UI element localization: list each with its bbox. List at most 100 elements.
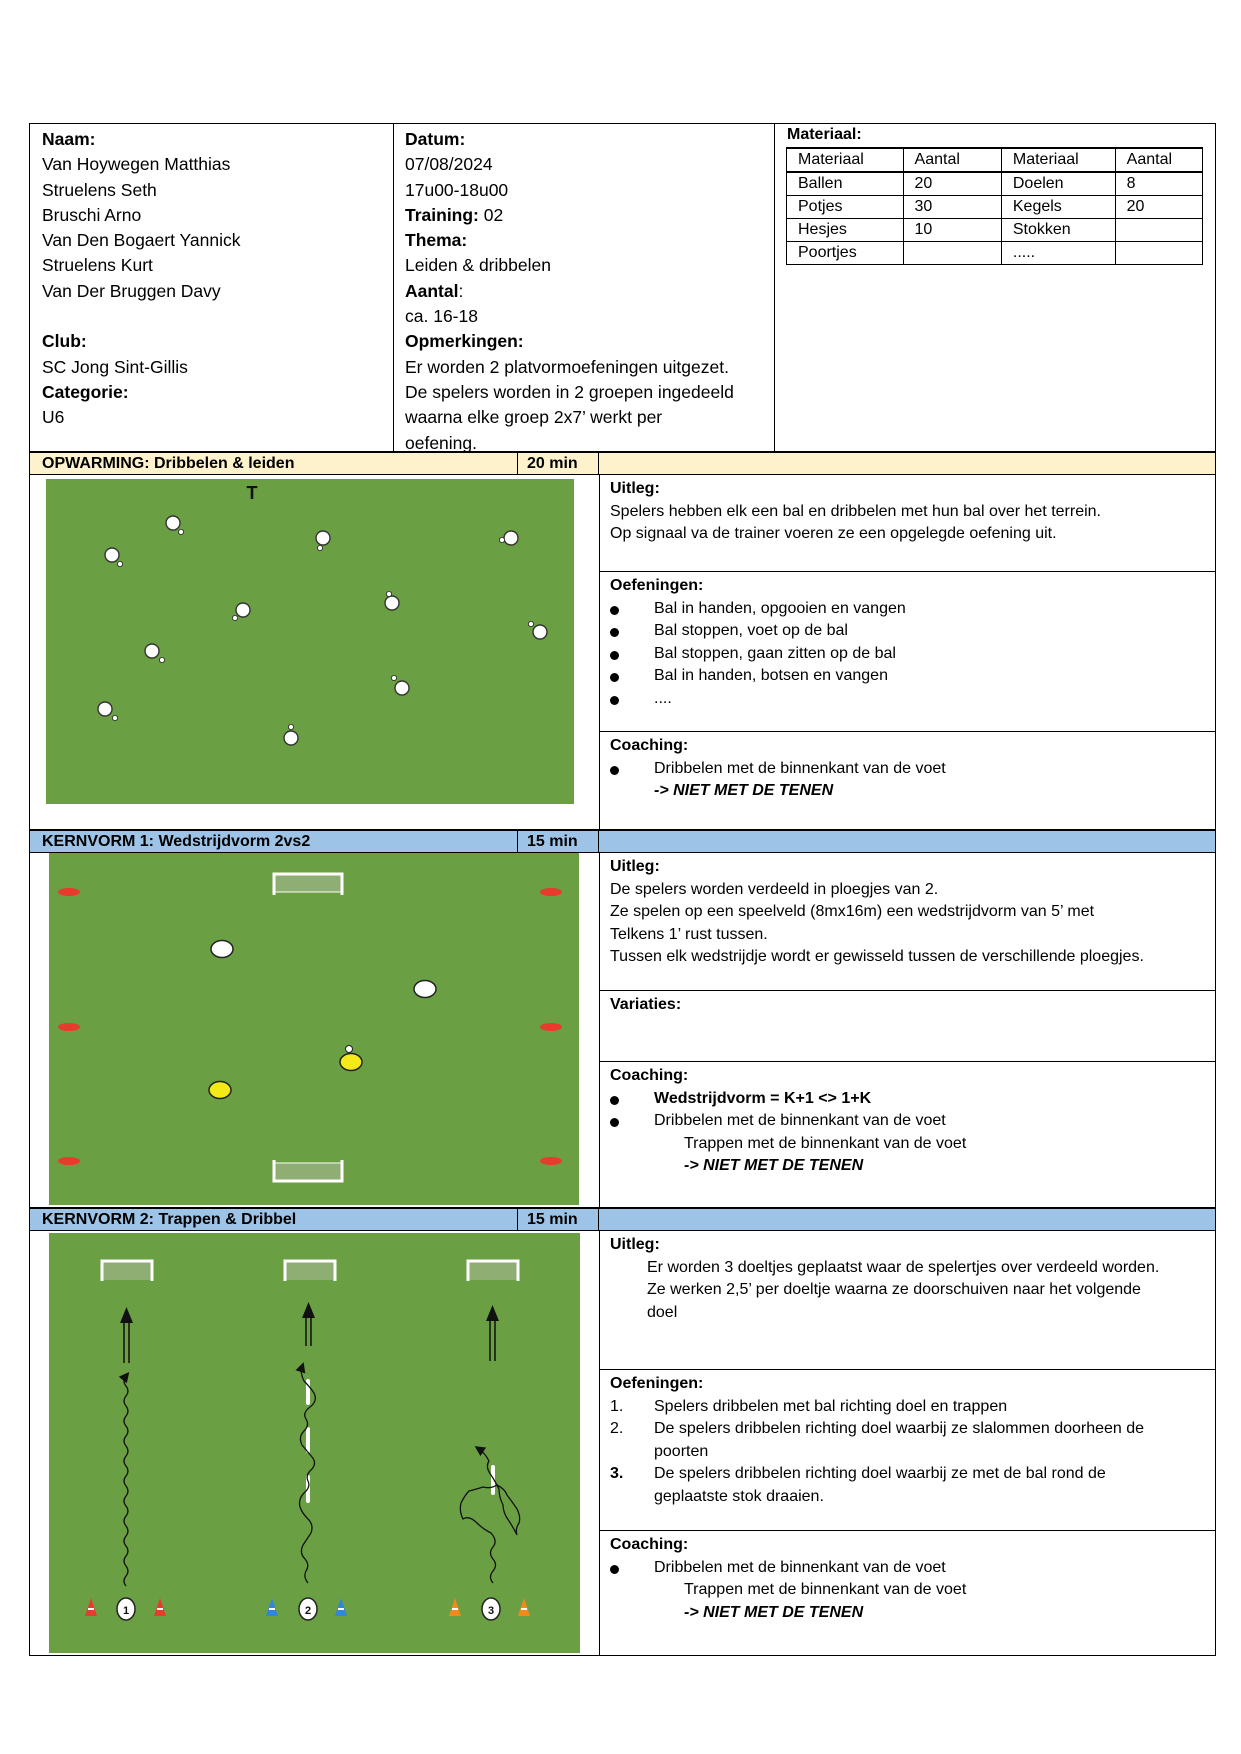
kernvorm1-field-diagram [49,853,579,1205]
uitleg-label: Uitleg: [610,858,660,875]
datum-value: 07/08/2024 [405,154,493,175]
coaching-extra: Trappen met de binnenkant van de voet [684,1581,967,1598]
table-row: Hesjes 10 Stokken [786,218,1204,242]
player-icon [165,515,181,531]
shot-arrow [305,1316,312,1346]
ball-icon [177,529,184,536]
section-title: KERNVORM 1: Wedstrijdvorm 2vs2 [42,833,311,850]
arrow-head-icon [486,1305,499,1321]
categorie-label: Categorie: [42,381,129,402]
section-duration: 15 min [527,833,578,850]
club-label: Club: [42,331,87,352]
ball-icon [117,561,124,568]
bullet-icon [610,1564,619,1574]
arrow-head-icon [302,1302,315,1318]
uitleg-line: Spelers hebben elk een bal en dribbelen … [610,502,1101,520]
table-cell: Aantal [1114,147,1204,173]
goal-icon [466,1259,520,1281]
list-number: 2. [610,1420,624,1437]
coaching-box: Coaching: Dribbelen met de binnenkant va… [599,1530,1215,1655]
aantal-line: Aantal: [405,279,763,304]
cone-icon [449,1598,461,1616]
ball-icon [287,723,294,730]
dribble-path [459,1446,521,1584]
player-icon [235,602,251,618]
materiaal-column: Materiaal: Materiaal Aantal Materiaal Aa… [775,124,1215,451]
section-title: KERNVORM 2: Trappen & Dribbel [42,1211,297,1228]
table-cell: 20 [902,171,1002,196]
section-title: OPWARMING: Dribbelen & leiden [42,455,295,472]
player-icon [298,1597,318,1621]
cone-icon [540,1157,562,1165]
materiaal-title: Materiaal: [787,126,862,143]
name-item: Van Der Bruggen Davy [42,280,221,301]
details-column: Datum: 07/08/2024 17u00-18u00 Training: … [394,124,775,453]
bullet-icon [610,1118,619,1127]
kernvorm2-field-diagram: 1 2 3 [49,1233,580,1653]
training-line: Training: 02 [405,203,763,228]
opmerkingen-line: De spelers worden in 2 groepen ingedeeld [405,381,734,402]
uitleg-line: Ze werken 2,5’ per doeltje waarna ze doo… [647,1281,1141,1298]
tijd-value: 17u00-18u00 [405,179,509,200]
uitleg-line: Op signaal va de trainer voeren ze een o… [610,525,1057,542]
names-column: Naam: Van Hoywegen Matthias Struelens Se… [30,124,394,451]
player-number: 2 [305,1605,311,1617]
uitleg-label: Uitleg: [610,480,660,497]
player-icon [283,730,299,746]
table-row: Potjes 30 Kegels 20 [786,195,1204,219]
table-cell: Potjes [786,195,904,219]
uitleg-box: Uitleg: Er worden 3 doeltjes geplaatst w… [599,1231,1215,1369]
categorie-value: U6 [42,407,65,428]
table-cell: 8 [1114,171,1204,196]
ball-icon [231,614,238,621]
player-icon [413,979,437,999]
list-item: Bal in handen, botsen en vangen [610,665,1204,688]
player-icon [339,1052,363,1072]
cone-icon [266,1598,278,1616]
section-duration: 15 min [527,1211,578,1228]
playing-field [46,479,574,804]
kernvorm2-section: 1 2 3 Uitleg: Er worden 3 doeltjes gepla… [29,1231,1216,1656]
player-icon [532,624,548,640]
player-icon [208,1080,232,1100]
table-cell: ..... [1000,241,1116,265]
table-cell: Aantal [902,147,1002,173]
table-row: Ballen 20 Doelen 8 [786,171,1204,196]
list-item: Dribbelen met de binnenkant van de voet [610,758,1204,781]
cone-icon [85,1598,97,1616]
ball-icon [498,537,505,544]
uitleg-line: Telkens 1’ rust tussen. [610,925,768,943]
bullet-icon [610,650,619,660]
uitleg-label: Uitleg: [610,1236,660,1253]
name-item: Struelens Seth [42,179,157,200]
ball-icon [112,714,119,721]
list-item: Dribbelen met de binnenkant van de voet [610,1110,1204,1133]
training-value: 02 [478,204,504,225]
cone-icon [58,888,80,896]
ball-icon [385,591,392,598]
opwarming-section: T [29,475,1216,830]
shot-arrow [123,1321,130,1363]
ball-icon [527,620,534,627]
list-item: 3. De spelers dribbelen richting doel wa… [610,1465,1106,1505]
uitleg-line: De spelers worden verdeeld in ploegjes v… [610,880,939,898]
coaching-extra: Trappen met de binnenkant van de voet [684,1134,967,1152]
aantal-colon: : [458,280,464,301]
table-cell: Materiaal [786,147,904,173]
kernvorm1-diagram-cell [30,853,600,1207]
uitleg-line: Tussen elk wedstrijdje wordt er gewissel… [610,948,1144,965]
materiaal-table: Materiaal Aantal Materiaal Aantal Ballen… [786,147,1204,265]
oefeningen-box: Oefeningen: Bal in handen, opgooien en v… [599,571,1215,731]
player-icon [210,939,234,959]
naam-label: Naam: [42,129,96,149]
name-item: Van Den Bogaert Yannick [42,230,241,251]
ball-icon [390,674,397,681]
datum-label: Datum: [405,129,466,149]
thema-value: Leiden & dribbelen [405,255,551,276]
name-item: Van Hoywegen Matthias [42,154,231,175]
goal-icon [100,1259,154,1281]
player-icon [394,680,410,696]
table-cell [902,241,1002,265]
opmerkingen-label: Opmerkingen: [405,331,524,352]
list-item: 2. De spelers dribbelen richting doel wa… [610,1420,1145,1460]
